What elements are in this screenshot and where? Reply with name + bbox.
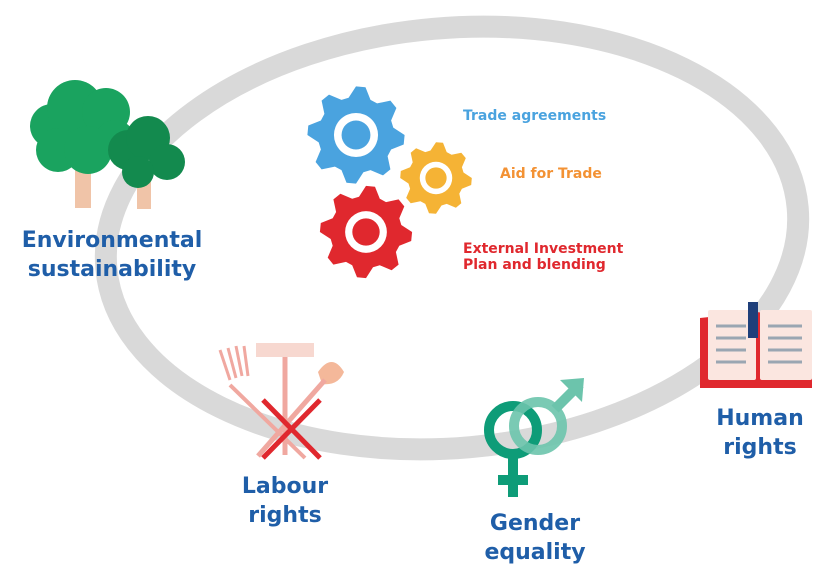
gear-icon [319, 185, 413, 279]
tools-icon [218, 343, 344, 460]
cycle-ring [94, 15, 810, 461]
labour-rights-label: Labour rights [241, 474, 329, 528]
environmental-sustainability-label: Environmental sustainability [21, 228, 203, 282]
aid-for-trade-label: Aid for Trade [500, 166, 602, 182]
gender-equality-label: Gender equality [484, 511, 586, 565]
eip-line-1: External Investment [463, 241, 624, 257]
human-rights-label: Human rights [716, 406, 804, 460]
gear-icon [307, 86, 405, 184]
gender-icon [484, 378, 584, 497]
eip-line-2: Plan and blending [463, 257, 606, 274]
gear-icon [400, 142, 472, 214]
tree-icon [30, 80, 185, 209]
book-icon [700, 302, 812, 388]
external-investment-plan-label: External Investment Plan and blending [463, 241, 623, 273]
trade-agreements-label: Trade agreements [463, 108, 607, 124]
